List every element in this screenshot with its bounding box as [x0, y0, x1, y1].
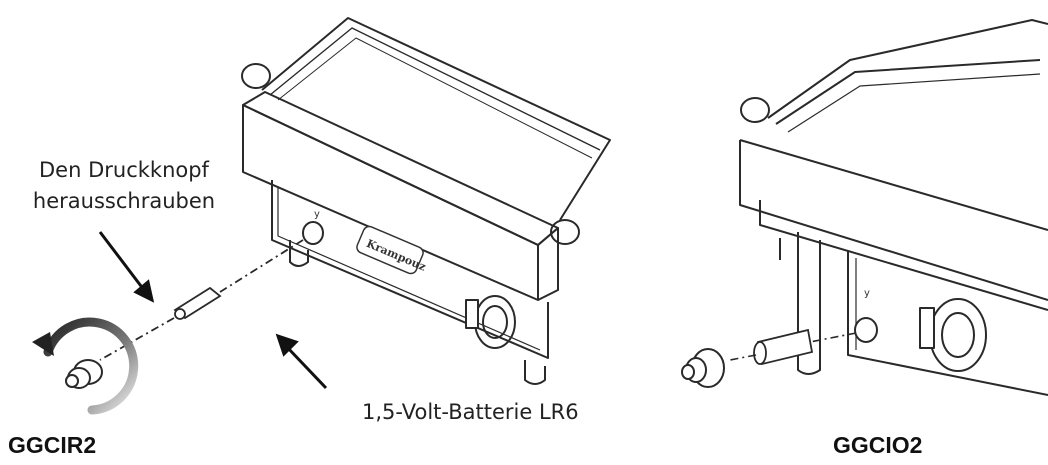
push-button-2 — [854, 317, 878, 343]
instruction-line-1: Den Druckknopf — [39, 158, 209, 182]
control-knob-2 — [929, 298, 987, 372]
extraction-line-left — [99, 239, 304, 361]
battery-label: 1,5-Volt-Batterie LR6 — [362, 400, 579, 424]
svg-text:y: y — [314, 209, 320, 220]
model-label-right: GGCIO2 — [833, 432, 923, 458]
battery-pointer-arrow-icon — [275, 333, 328, 390]
svg-text:y: y — [864, 288, 870, 299]
extraction-line-right — [729, 332, 857, 361]
battery-right — [753, 328, 814, 366]
pointer-arrow-icon — [98, 231, 155, 303]
instruction-line-2: herausschrauben — [32, 189, 216, 213]
brand-logo: Krampouz — [356, 225, 428, 275]
control-knob — [474, 295, 516, 349]
right-appliance: y — [739, 19, 1048, 396]
right-hinge — [550, 219, 580, 245]
removed-knob-right — [681, 348, 725, 388]
push-button — [302, 221, 324, 245]
right-hinge-2 — [740, 97, 770, 123]
removed-knob-left — [65, 359, 103, 389]
model-label-left: GGCIR2 — [8, 432, 97, 458]
left-appliance: y Krampouz — [241, 17, 611, 385]
instruction-text: Den Druckknopf herausschrauben — [14, 155, 234, 217]
left-hinge — [241, 63, 271, 89]
battery-left — [173, 286, 222, 320]
rotation-arrow-icon — [32, 317, 139, 415]
